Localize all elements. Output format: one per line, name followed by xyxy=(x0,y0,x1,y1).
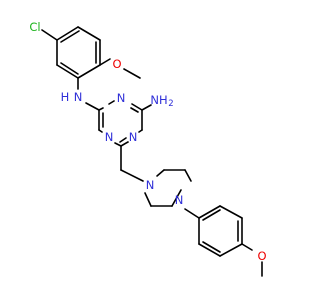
bond xyxy=(198,243,221,257)
bond xyxy=(130,107,139,113)
bond xyxy=(184,169,192,182)
piperazine-nitrogen-label: N xyxy=(175,193,184,207)
bond xyxy=(171,189,182,207)
chlorine-label: Cl xyxy=(29,20,40,34)
triazine-nitrogen-label: N xyxy=(129,130,138,144)
bond xyxy=(184,208,200,219)
bond xyxy=(123,68,141,79)
molecule-structure: Cl O N H N N N NH 2 N N O xyxy=(29,20,267,277)
bond xyxy=(56,64,79,79)
anilino-nitrogen-label: N xyxy=(74,90,83,104)
bond xyxy=(77,26,101,41)
bond xyxy=(202,241,221,253)
piperazine-nitrogen-label: N xyxy=(146,178,155,192)
bond xyxy=(219,205,243,219)
bond xyxy=(98,129,103,133)
bond xyxy=(119,137,127,143)
bond xyxy=(241,243,253,251)
bond xyxy=(156,169,165,177)
anilino-hydrogen-label: H xyxy=(61,90,70,104)
bond xyxy=(120,169,144,182)
methoxy-oxygen-label: O xyxy=(112,57,121,71)
amine-nh-label: NH xyxy=(150,93,167,107)
bond xyxy=(108,100,115,105)
bond xyxy=(120,141,129,147)
bonds xyxy=(41,26,263,277)
triazine-nitrogen-label: N xyxy=(105,130,114,144)
bond xyxy=(99,58,111,66)
bond xyxy=(144,192,152,207)
bond xyxy=(85,102,100,111)
methoxy-oxygen-label: O xyxy=(257,249,266,263)
bond xyxy=(219,243,243,257)
bond xyxy=(198,205,221,219)
bond xyxy=(60,62,79,75)
bond xyxy=(131,103,143,111)
bond xyxy=(60,30,80,43)
bond xyxy=(202,209,221,221)
bond xyxy=(56,26,79,41)
bond xyxy=(41,29,58,41)
triazine-nitrogen-label: N xyxy=(117,91,126,105)
atom-labels: Cl O N H N N N NH 2 N N O xyxy=(29,20,266,263)
bond xyxy=(114,142,122,147)
bond xyxy=(77,64,101,79)
bond xyxy=(141,104,152,111)
amine-subscript-label: 2 xyxy=(168,99,173,109)
